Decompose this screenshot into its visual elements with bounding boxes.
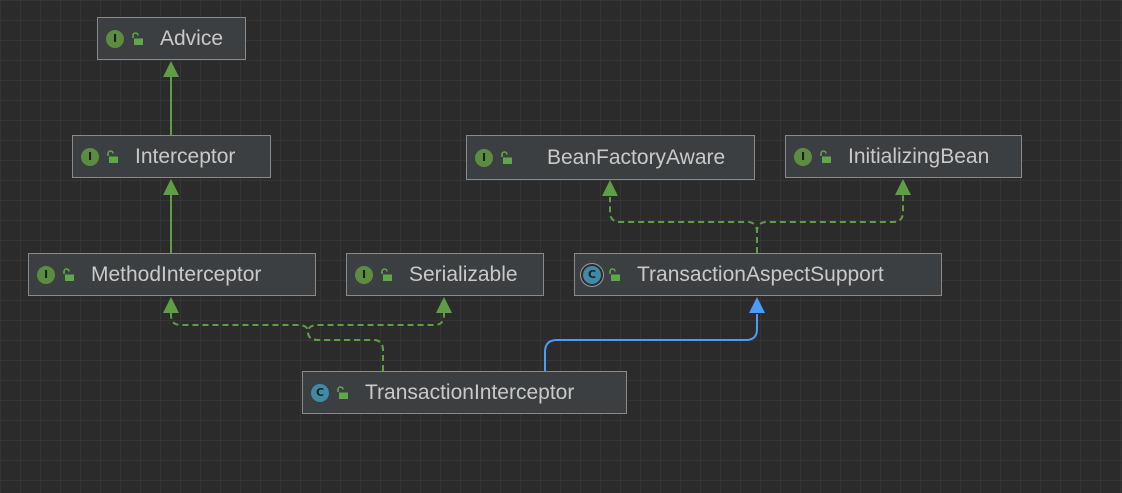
public-lock-icon [501, 150, 512, 164]
edge-line [306, 313, 445, 371]
public-lock-icon [820, 149, 831, 163]
public-lock-icon [132, 31, 143, 45]
public-lock-icon [337, 385, 348, 399]
edge-transaction-aspect-support-to-bean-factory-aware [602, 180, 758, 253]
interface-icon: I [106, 29, 124, 48]
edge-transaction-interceptor-to-serializable [306, 297, 452, 371]
abstract-class-icon: C [583, 265, 601, 284]
node-advice[interactable]: I Advice [97, 17, 246, 60]
edge-method-interceptor-to-interceptor [163, 179, 179, 253]
arrowhead-icon [163, 179, 179, 195]
node-initializing-bean[interactable]: I InitializingBean [785, 135, 1022, 178]
arrowhead-icon [163, 61, 179, 77]
node-label: BeanFactoryAware [547, 145, 726, 169]
arrowhead-icon [436, 297, 452, 313]
interface-icon: I [37, 265, 55, 284]
public-lock-icon [107, 149, 118, 163]
arrowhead-icon [163, 297, 179, 313]
edge-line [756, 195, 904, 253]
class-icon: C [311, 383, 329, 402]
node-label: Advice [160, 26, 224, 50]
node-label: TransactionAspectSupport [637, 262, 884, 286]
edge-transaction-aspect-support-to-initializing-bean [756, 179, 911, 253]
node-label: MethodInterceptor [91, 262, 262, 286]
node-bean-factory-aware[interactable]: I BeanFactoryAware [466, 135, 755, 180]
node-label: Interceptor [135, 144, 236, 168]
public-lock-icon [381, 267, 392, 281]
edge-interceptor-to-advice [163, 61, 179, 135]
edge-transaction-interceptor-to-method-interceptor [163, 297, 384, 371]
arrowhead-icon [602, 180, 618, 196]
arrowhead-icon [749, 297, 765, 313]
interface-icon: I [794, 147, 812, 166]
node-transaction-aspect-support[interactable]: C TransactionAspectSupport [574, 253, 942, 296]
node-label: TransactionInterceptor [365, 380, 575, 404]
node-transaction-interceptor[interactable]: C TransactionInterceptor [302, 371, 627, 414]
node-interceptor[interactable]: I Interceptor [72, 135, 271, 178]
edge-line [609, 197, 758, 253]
node-method-interceptor[interactable]: I MethodInterceptor [28, 253, 316, 296]
edge-line [170, 313, 384, 371]
edge-transaction-interceptor-to-transaction-aspect-support [544, 297, 765, 371]
arrowhead-icon [895, 179, 911, 195]
public-lock-icon [63, 267, 74, 281]
interface-icon: I [81, 147, 99, 166]
interface-icon: I [475, 148, 493, 167]
interface-icon: I [355, 265, 373, 284]
edge-line [544, 314, 758, 371]
node-label: InitializingBean [848, 144, 990, 168]
node-label: Serializable [409, 262, 518, 286]
node-serializable[interactable]: I Serializable [346, 253, 544, 296]
public-lock-icon [609, 267, 620, 281]
